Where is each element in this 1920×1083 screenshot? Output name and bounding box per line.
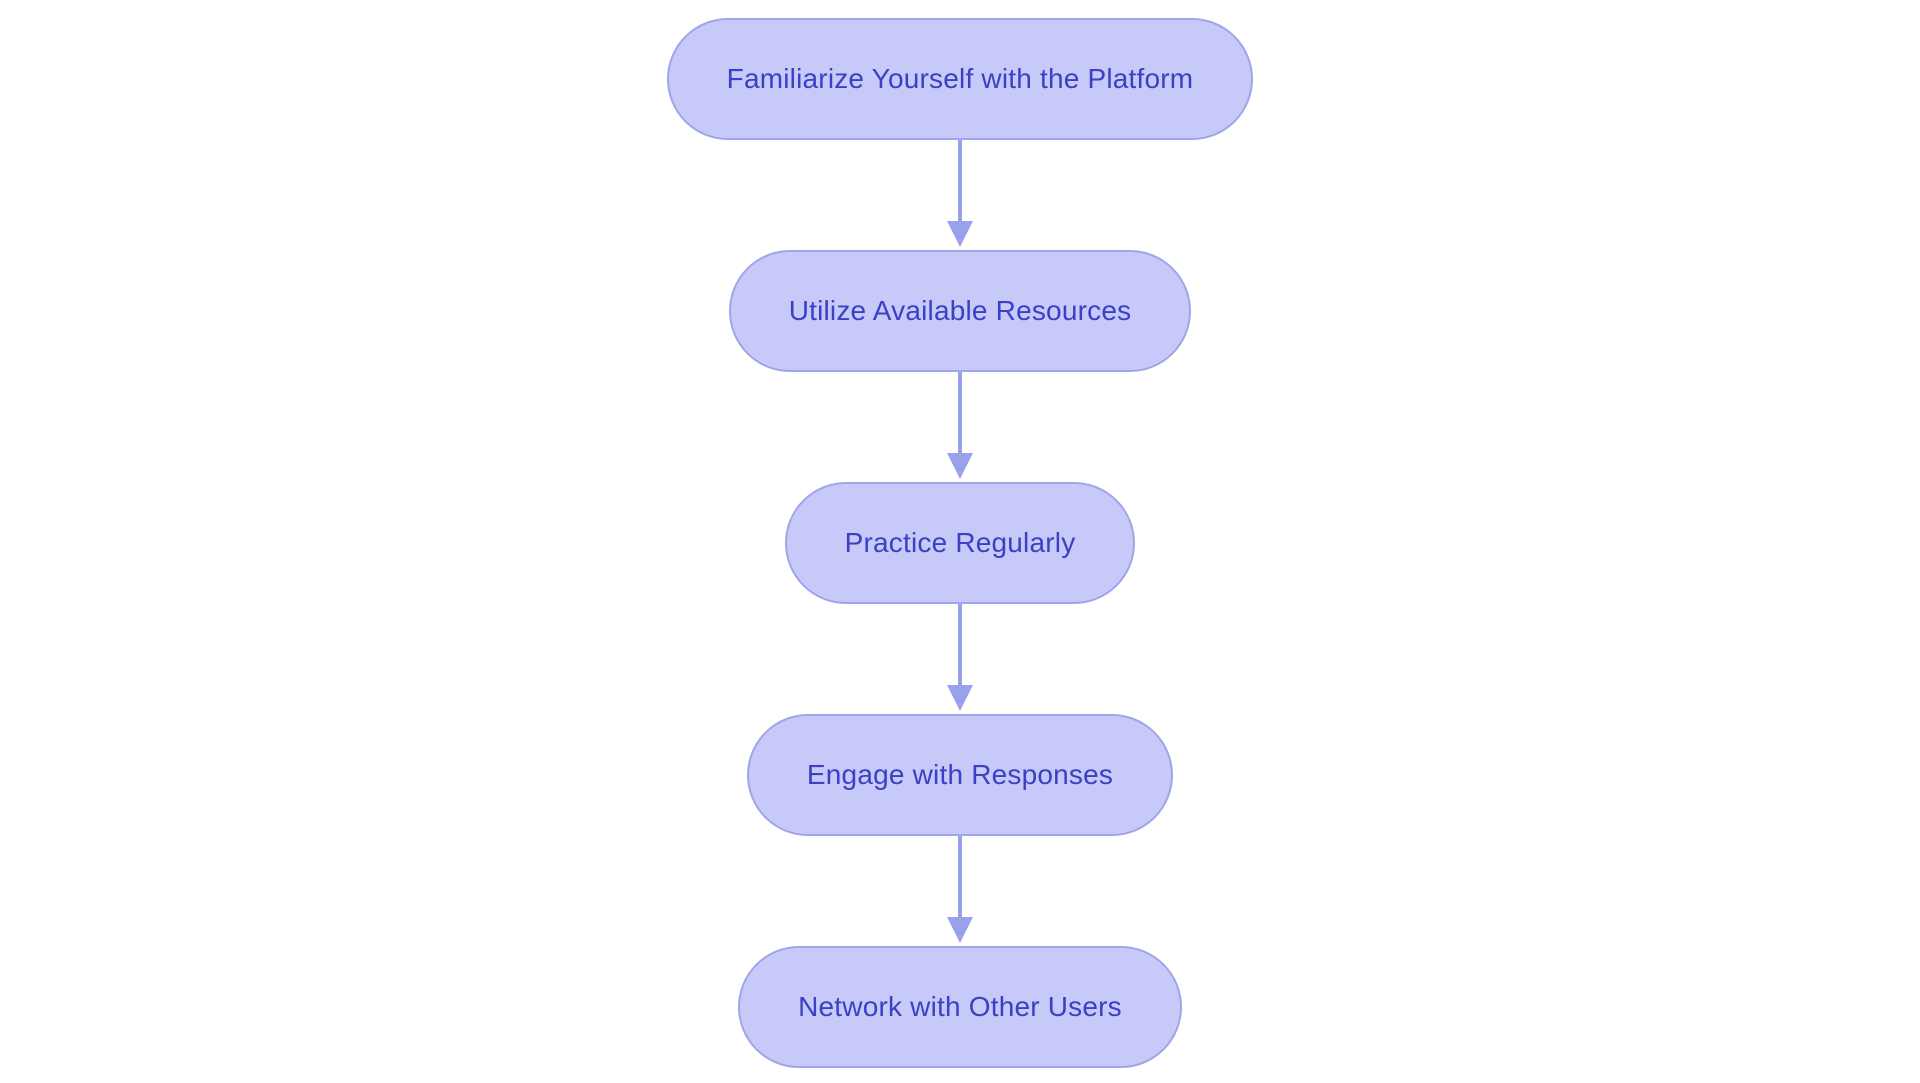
flow-node-n2: Utilize Available Resources xyxy=(728,250,1192,372)
arrowhead-down-icon xyxy=(947,453,973,479)
arrowhead-down-icon xyxy=(947,685,973,711)
flow-node-label: Practice Regularly xyxy=(844,527,1076,558)
flow-node-n5: Network with Other Users xyxy=(738,946,1182,1068)
flow-node-n4: Engage with Responses xyxy=(746,714,1174,836)
flow-node-label: Engage with Responses xyxy=(806,759,1114,790)
flow-connector xyxy=(947,836,973,946)
flow-node-label: Familiarize Yourself with the Platform xyxy=(726,63,1194,94)
connector-line xyxy=(958,372,962,453)
connector-line xyxy=(958,140,962,221)
arrowhead-down-icon xyxy=(947,917,973,943)
connector-line xyxy=(958,604,962,685)
flow-connector xyxy=(947,604,973,714)
connector-line xyxy=(958,836,962,917)
flow-connector xyxy=(947,140,973,250)
flow-connector xyxy=(947,372,973,482)
flowchart-column: Familiarize Yourself with the Platform U… xyxy=(666,18,1254,1068)
flow-node-label: Utilize Available Resources xyxy=(788,295,1132,326)
arrowhead-down-icon xyxy=(947,221,973,247)
flow-node-n1: Familiarize Yourself with the Platform xyxy=(666,18,1254,140)
flow-node-n3: Practice Regularly xyxy=(784,482,1136,604)
flow-node-label: Network with Other Users xyxy=(798,991,1122,1022)
